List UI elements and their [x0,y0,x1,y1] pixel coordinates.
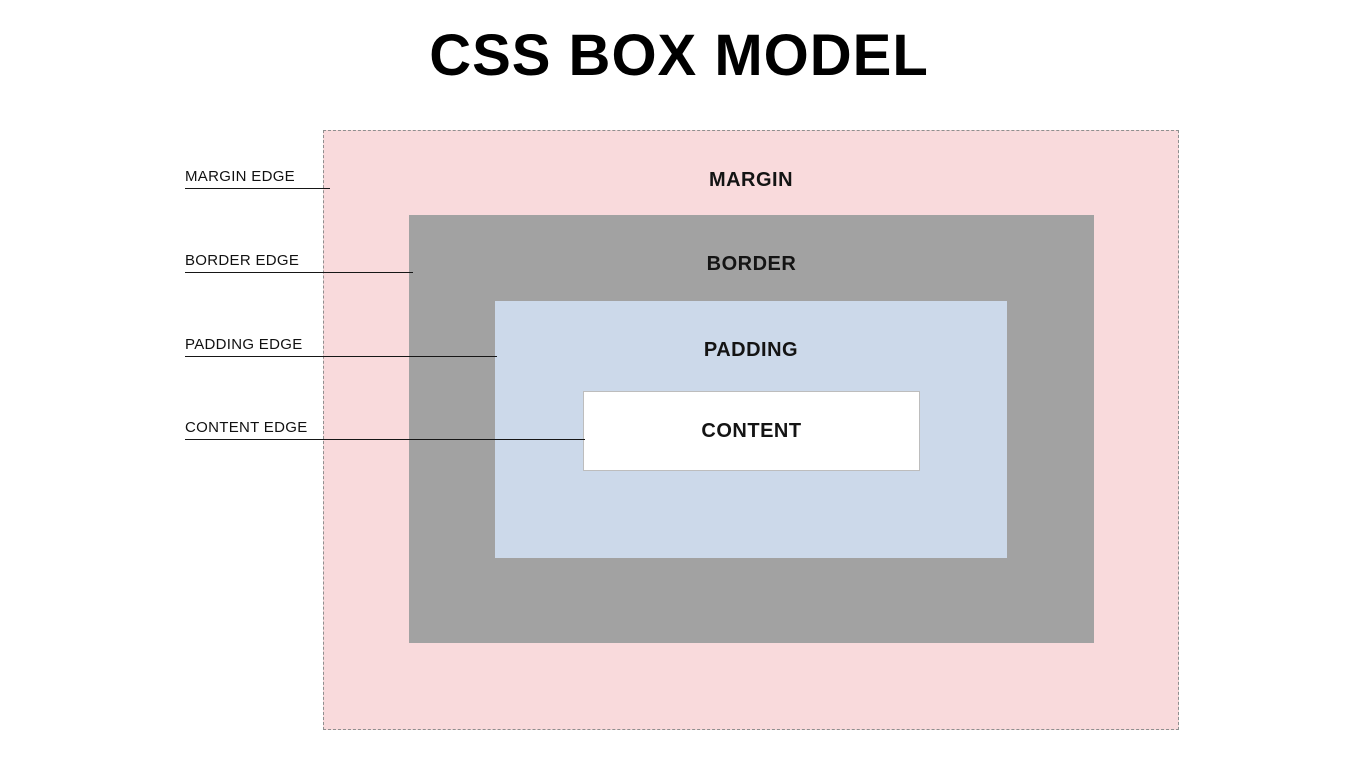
margin-box: MARGIN BORDER PADDING CONTENT [323,130,1179,730]
border-box: BORDER PADDING CONTENT [409,215,1094,643]
diagram-title: CSS BOX MODEL [429,23,929,88]
border-label: BORDER [706,253,797,275]
content-edge-label: CONTENT EDGE [185,419,308,436]
padding-edge-label: PADDING EDGE [185,336,303,353]
border-edge-label: BORDER EDGE [185,252,300,269]
margin-label: MARGIN [708,169,794,191]
content-edge-callout: CONTENT EDGE [185,419,585,440]
margin-edge-callout: MARGIN EDGE [185,168,330,189]
border-edge-callout: BORDER EDGE [185,252,413,273]
padding-edge-callout: PADDING EDGE [185,336,497,357]
content-box: CONTENT [583,391,920,471]
margin-edge-label: MARGIN EDGE [185,168,295,185]
padding-box: PADDING CONTENT [495,301,1007,558]
content-label: CONTENT [701,419,802,442]
padding-label: PADDING [703,339,799,361]
